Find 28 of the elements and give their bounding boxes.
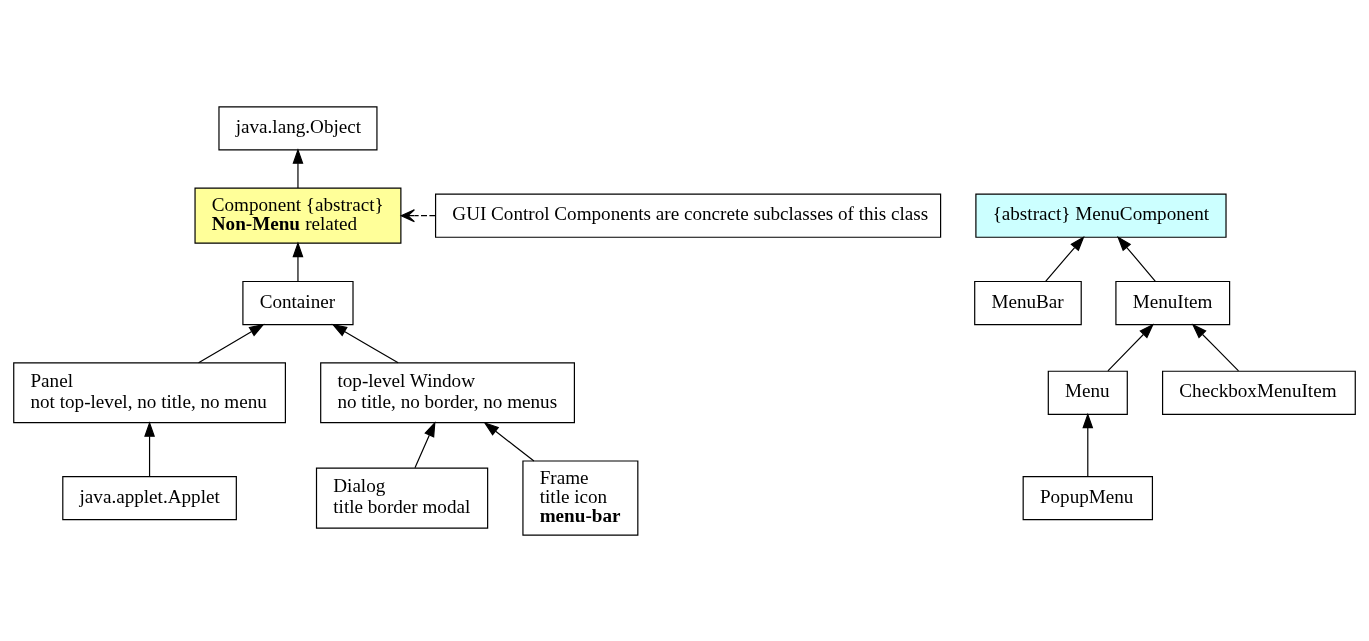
node-box: Frame title icon menu-bar xyxy=(522,459,639,536)
arrow xyxy=(414,420,436,468)
node-box: java.applet.Applet xyxy=(62,475,237,520)
arrow xyxy=(292,147,304,189)
node-box: CheckboxMenuItem xyxy=(1162,370,1356,415)
node-box: MenuItem xyxy=(1115,280,1231,325)
arrow xyxy=(1117,235,1156,282)
node-box: java.lang.Object xyxy=(218,105,378,150)
node-box: Container xyxy=(242,280,354,325)
arrow xyxy=(144,420,155,477)
node-box: Panel not top-level, no title, no menu xyxy=(13,361,286,423)
node-box: Component {abstract} Non-Menu related xyxy=(194,187,402,244)
node-box: PopupMenu xyxy=(1022,475,1153,520)
node-box: MenuBar xyxy=(974,280,1082,325)
node-box: Menu xyxy=(1047,370,1128,415)
arrow xyxy=(1045,235,1085,282)
node-box: {abstract} MenuComponent xyxy=(975,193,1227,238)
arrow xyxy=(292,241,304,282)
arrow xyxy=(197,323,265,363)
arrow xyxy=(1107,323,1155,371)
arrow xyxy=(1082,412,1094,477)
arrow xyxy=(331,323,399,363)
arrow xyxy=(483,421,535,462)
arrow xyxy=(1191,323,1240,371)
arrow xyxy=(400,208,436,222)
node-box: GUI Control Components are concrete subclasses of this class xyxy=(434,193,942,238)
node-box: top-level Window no title, no border, no menus xyxy=(320,361,575,423)
node-box: Dialog title border modal xyxy=(315,467,489,529)
